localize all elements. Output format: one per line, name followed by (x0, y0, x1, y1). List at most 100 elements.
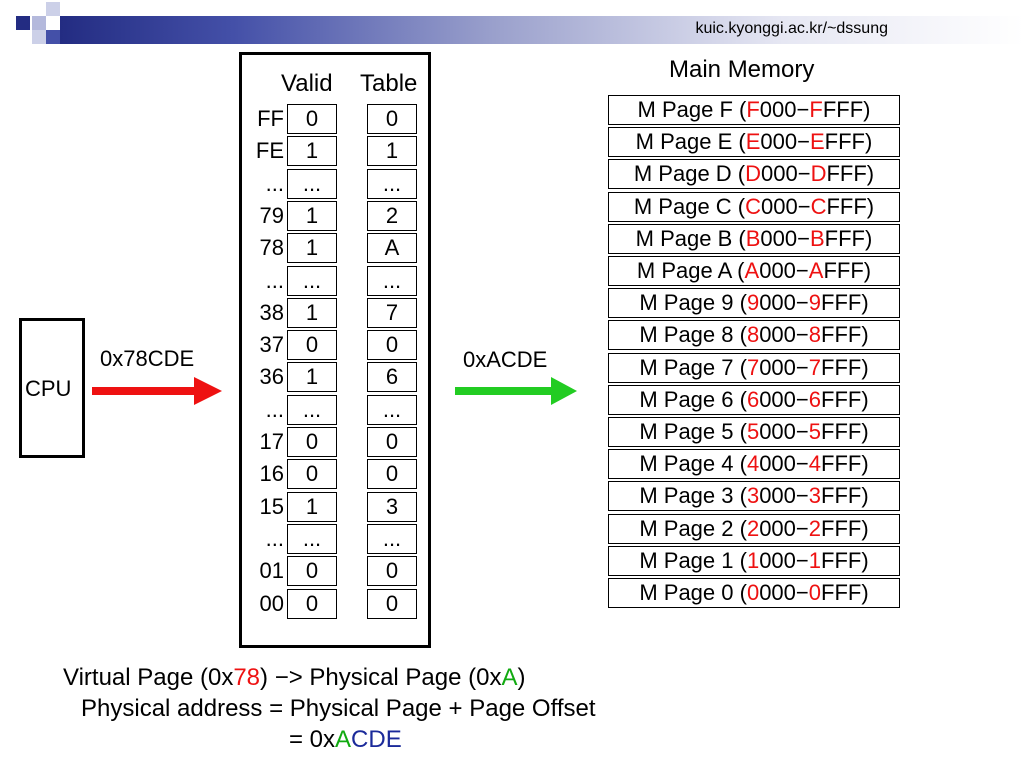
page-digit: B (745, 225, 761, 251)
page-label-text: M Page 4 ( (639, 451, 747, 477)
header-square-dark (46, 30, 60, 44)
page-digit: D (745, 161, 762, 187)
virtual-page-value: 78 (233, 664, 261, 691)
memory-page-cell: M Page C (C000−CFFF) (608, 191, 900, 222)
page-frame-cell: 0 (367, 459, 417, 490)
virtual-page-index: 16 (259, 461, 284, 487)
page-label-text: FFF) (824, 129, 873, 155)
page-frame-cell: 0 (367, 330, 417, 361)
page-frame-cell: ... (367, 523, 417, 554)
virtual-page-index: 15 (259, 493, 284, 519)
page-digit: 3 (808, 483, 821, 509)
page-digit: 9 (808, 290, 821, 316)
virtual-page-index: 78 (259, 235, 284, 261)
page-frame-cell: 2 (367, 200, 417, 231)
page-digit: 6 (808, 386, 821, 412)
page-label-text: FFF) (822, 97, 871, 122)
page-label-text: M Page E ( (635, 129, 746, 155)
summary-text: Virtual Page (0x (63, 664, 234, 691)
virtual-page-index: 36 (259, 364, 284, 390)
page-digit: 3 (746, 483, 760, 509)
page-frame-cell: ... (367, 394, 417, 425)
memory-page-cell: M Page 8 (8000−8FFF) (608, 320, 900, 351)
page-digit: F (746, 97, 760, 122)
virtual-page-index: 17 (259, 429, 284, 454)
valid-bit-cell: 0 (287, 104, 337, 134)
page-frame-cell: 0 (367, 588, 417, 619)
memory-page-cell: M Page D (D000−DFFF) (608, 159, 900, 190)
page-label-text: M Page F ( (637, 97, 747, 122)
page-frame-cell: 3 (367, 491, 417, 522)
valid-bit-cell: 1 (287, 233, 337, 264)
page-digit: A (744, 258, 760, 283)
page-digit: 9 (746, 290, 760, 316)
virtual-page-index: ... (265, 525, 284, 551)
page-label-text: 000− (761, 161, 811, 187)
page-frame-cell: ... (367, 265, 417, 296)
page-label-text: FFF) (821, 515, 869, 541)
page-label-text: 000− (760, 129, 810, 155)
valid-bit-cell: ... (287, 265, 337, 296)
page-label-text: 000− (759, 354, 809, 380)
summary-text: ) (517, 664, 526, 691)
page-digit: 4 (808, 451, 821, 477)
valid-bit-cell: ... (287, 523, 337, 554)
valid-bit-cell: ... (287, 394, 337, 425)
page-label-text: M Page B ( (635, 225, 746, 251)
virtual-page-index: ... (265, 170, 284, 196)
memory-page-cell: M Page 2 (2000−2FFF) (608, 513, 900, 544)
page-label-text: M Page D ( (633, 161, 746, 187)
result-page: A (335, 726, 352, 753)
memory-page-cell: M Page 4 (4000−4FFF) (608, 449, 900, 480)
memory-page-cell: M Page 1 (1000−1FFF) (608, 545, 900, 576)
valid-bit-cell: 1 (287, 297, 337, 328)
memory-page-cell: M Page F (F000−FFFF) (608, 95, 900, 125)
page-label-text: M Page A ( (636, 258, 745, 283)
header-square-light (46, 2, 60, 16)
valid-bit-cell: 0 (287, 330, 337, 361)
cpu-label: CPU (25, 376, 72, 401)
header-square-light (32, 16, 46, 30)
page-label-text: FFF) (826, 193, 875, 219)
page-frame-cell: 6 (367, 362, 417, 393)
memory-page-cell: M Page E (E000−EFFF) (608, 127, 900, 158)
valid-bit-cell: 0 (287, 427, 337, 457)
valid-bit-cell: ... (287, 168, 337, 199)
memory-page-cell: M Page 3 (3000−3FFF) (608, 481, 900, 512)
result-offset: CDE (351, 726, 402, 753)
page-label-text: M Page 1 ( (639, 547, 747, 573)
page-digit: A (808, 258, 824, 283)
page-digit: E (809, 129, 825, 155)
course-url: kuic.kyonggi.ac.kr/~dssung (695, 20, 888, 37)
page-label-text: 000− (759, 483, 809, 509)
page-label-text: FFF) (826, 161, 875, 187)
page-label-text: M Page 6 ( (639, 386, 747, 412)
page-digit: C (810, 193, 827, 219)
page-digit: 6 (746, 386, 760, 412)
page-label-text: 000− (760, 225, 810, 251)
page-digit: 4 (746, 451, 760, 477)
valid-bit-cell: 1 (287, 491, 337, 522)
page-label-text: FFF) (821, 354, 869, 380)
page-label-text: M Page C ( (633, 193, 746, 219)
page-frame-cell: 7 (367, 297, 417, 328)
page-label-text: M Page 2 ( (639, 515, 747, 541)
page-label-text: 000− (759, 322, 809, 348)
physical-page-value: A (501, 664, 518, 691)
page-digit: 1 (808, 547, 821, 573)
virtual-page-index: 00 (259, 590, 284, 616)
page-label-text: M Page 9 ( (639, 290, 747, 316)
valid-bit-cell: 1 (287, 362, 337, 393)
page-frame-cell: 0 (367, 427, 417, 457)
page-digit: C (745, 193, 762, 219)
page-label-text: FFF) (824, 225, 873, 251)
valid-bit-cell: 0 (287, 588, 337, 619)
page-label-text: 000− (759, 97, 810, 122)
memory-page-cell: M Page 7 (7000−7FFF) (608, 352, 900, 383)
virtual-page-index: FE (255, 138, 284, 164)
valid-bit-cell: 1 (287, 136, 337, 167)
virtual-page-index: ... (265, 396, 284, 422)
page-digit: 1 (746, 547, 760, 573)
virtual-page-index: ... (265, 267, 284, 293)
page-table-frame (239, 52, 431, 648)
